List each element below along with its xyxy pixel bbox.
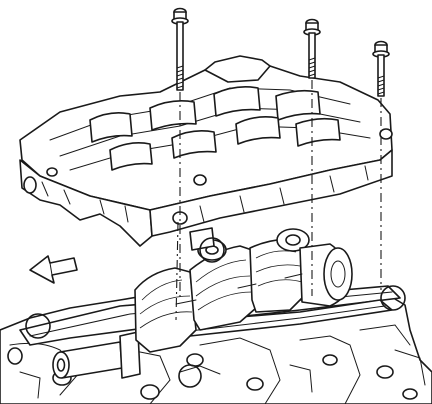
direction-arrow-icon [29,255,78,284]
cylinder-head [19,55,393,251]
crankshaft [52,228,353,379]
callout-circles [25,237,406,388]
bolt-3 [372,40,390,97]
alignment-lines [175,80,382,321]
bolt-1 [171,7,189,91]
bolt-2 [303,18,321,79]
